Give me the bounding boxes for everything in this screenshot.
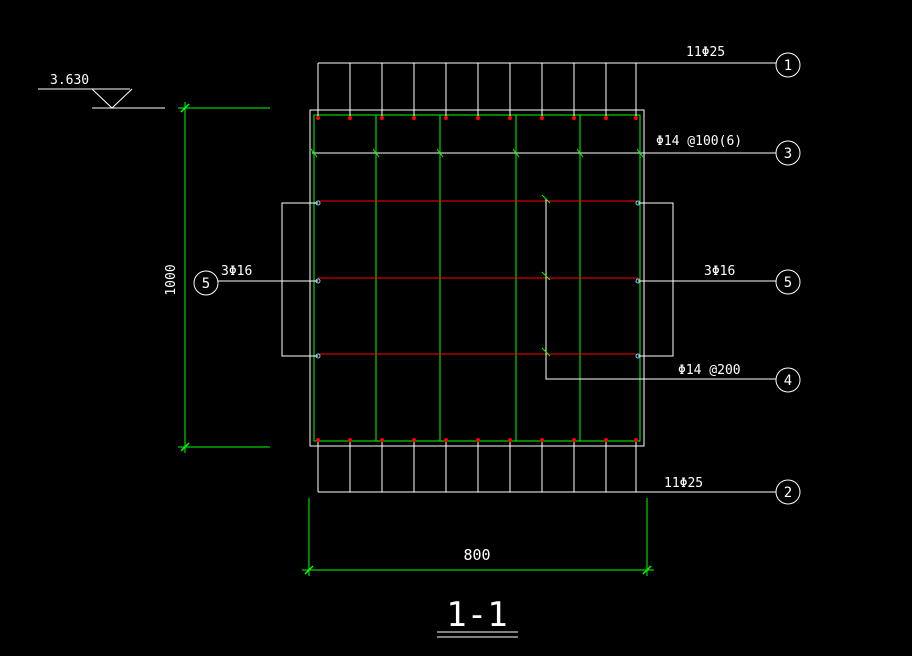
callout-label: Φ14 @200 (678, 363, 741, 378)
elevation-marker: 3.630 (38, 73, 165, 109)
callout-bubble (775, 52, 801, 78)
callout-label: 3Φ16 (704, 264, 735, 279)
bottom-bar (604, 438, 608, 442)
top-bar (316, 116, 320, 120)
bottom-bar (540, 438, 544, 442)
dim-width-label: 800 (463, 546, 490, 564)
top-bar (572, 116, 576, 120)
callout-label: 11Φ25 (664, 476, 703, 491)
top-bar (634, 116, 638, 120)
dim-tick (180, 442, 190, 452)
bottom-bar (444, 438, 448, 442)
dim-height-label: 1000 (164, 264, 179, 295)
height-dimension: 1000 (164, 102, 270, 453)
dim-tick (304, 565, 314, 575)
callout-tag: 3 (784, 146, 792, 162)
bottom-bar (348, 438, 352, 442)
section-outline (309, 109, 645, 447)
callout-side-bars-left: 5 3Φ16 (193, 202, 318, 357)
elevation-triangle (91, 88, 133, 109)
top-bar (412, 116, 416, 120)
callout-bubble (775, 367, 801, 393)
section-title: 1-1 (437, 595, 518, 638)
tie-tick (541, 347, 551, 357)
callout-bottom-bars: 2 11Φ25 (636, 476, 801, 505)
top-bar-leaders (317, 62, 637, 118)
callout-side-bars-right: 5 3Φ16 (638, 202, 801, 357)
callout-tag: 5 (202, 276, 210, 292)
stirrup-ticks (310, 148, 644, 158)
stirrup-tick (636, 148, 644, 158)
callout-label: 11Φ25 (686, 45, 725, 60)
bottom-bar (476, 438, 480, 442)
bottom-bar (508, 438, 512, 442)
side-bar-bracket-right (638, 202, 674, 357)
bottom-bar (572, 438, 576, 442)
top-bar (444, 116, 448, 120)
dim-tick (642, 565, 652, 575)
bottom-bars (316, 438, 638, 442)
top-bar (604, 116, 608, 120)
tie-tick (541, 271, 551, 281)
callout-tie: 4 Φ14 @200 (541, 194, 801, 393)
callout-tag: 4 (784, 373, 792, 389)
tie-leader (545, 199, 776, 380)
callout-label: Φ14 @100(6) (656, 134, 742, 149)
bottom-bar (634, 438, 638, 442)
dim-tick (180, 103, 190, 113)
section-title-text: 1-1 (446, 595, 507, 635)
callout-tag: 2 (784, 485, 792, 501)
top-bar (348, 116, 352, 120)
callout-bubble (775, 140, 801, 166)
bottom-bar (412, 438, 416, 442)
top-bar (476, 116, 480, 120)
bottom-bar (380, 438, 384, 442)
callout-bubble (775, 269, 801, 295)
top-bar (540, 116, 544, 120)
stirrup-tick (310, 148, 318, 158)
stirrup-tick (436, 148, 444, 158)
stirrup-tick (576, 148, 584, 158)
top-bar (380, 116, 384, 120)
callout-tag: 5 (784, 275, 792, 291)
callout-bubble (193, 270, 219, 296)
side-tie-lines (318, 200, 638, 355)
stirrup-tick (512, 148, 520, 158)
callout-stirrup: 3 Φ14 @100(6) (310, 134, 801, 166)
top-bars (315, 116, 641, 359)
tie-tick (541, 194, 551, 204)
callout-tag: 1 (784, 58, 792, 74)
bottom-bar (316, 438, 320, 442)
width-dimension: 800 (302, 498, 654, 576)
elevation-label: 3.630 (50, 73, 89, 88)
stirrup-tick (372, 148, 380, 158)
side-bar-bracket-left (281, 202, 318, 357)
bottom-bar-leaders (317, 440, 637, 493)
callout-bubble (775, 479, 801, 505)
callout-label: 3Φ16 (221, 264, 252, 279)
callout-top-bars: 1 11Φ25 (636, 45, 801, 78)
top-bar (508, 116, 512, 120)
